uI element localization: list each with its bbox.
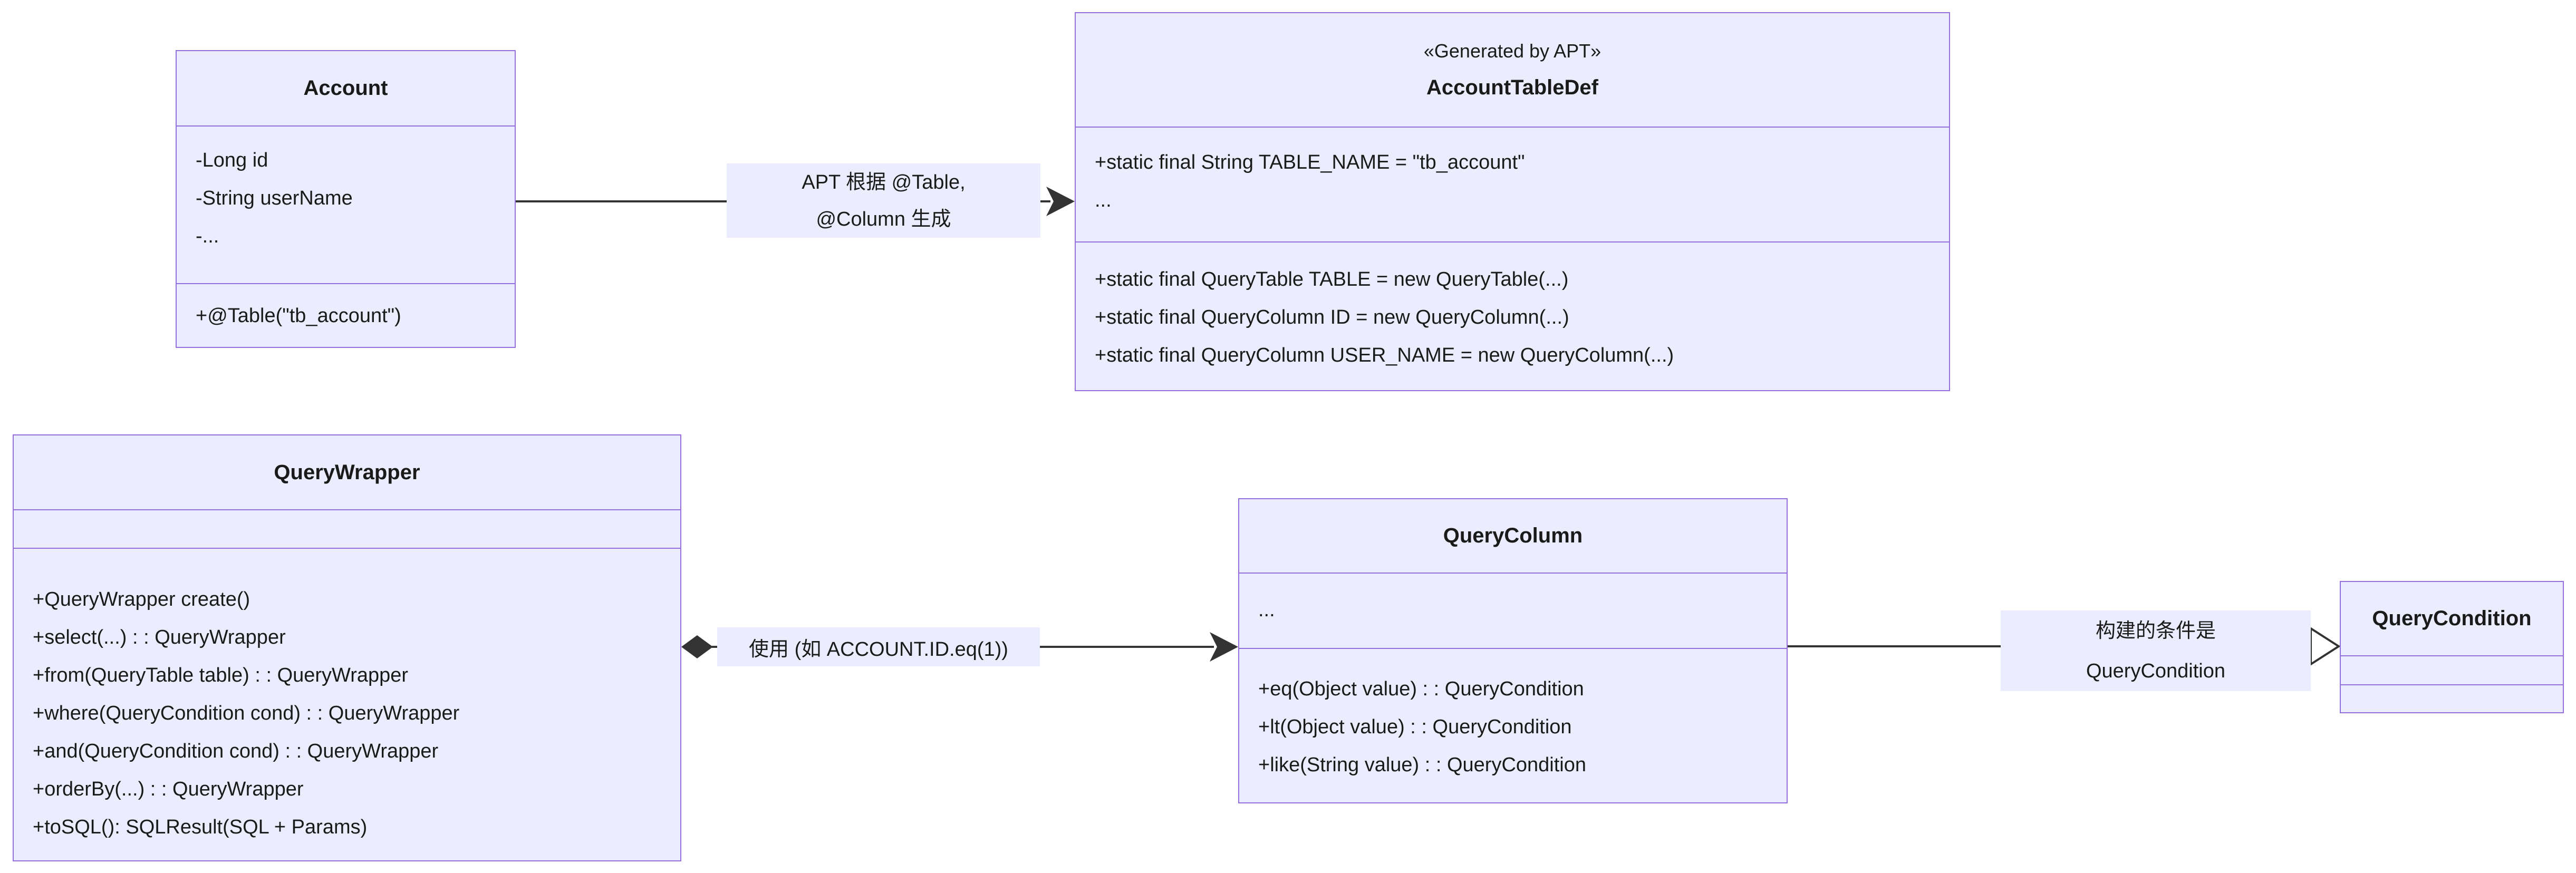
class-methods-compartment: +static final QueryTable TABLE = new Que…: [1076, 241, 1949, 390]
class-method: +QueryWrapper create(): [33, 588, 250, 610]
edge-label-line: QueryCondition: [2086, 659, 2226, 682]
class-title: QueryWrapper: [274, 460, 420, 484]
class-attribute: +static final String TABLE_NAME = "tb_ac…: [1095, 151, 1525, 173]
class-method: +toSQL(): SQLResult(SQL + Params): [33, 816, 368, 838]
class-box-querywrapper: QueryWrapper +QueryWrapper create() +sel…: [13, 434, 681, 861]
edge-label-apt-generates: APT 根据 @Table, @Column 生成: [727, 163, 1040, 238]
class-box-querycolumn: QueryColumn ... +eq(Object value) : : Qu…: [1238, 498, 1788, 803]
class-method: +static final QueryTable TABLE = new Que…: [1095, 268, 1569, 290]
class-method: +static final QueryColumn USER_NAME = ne…: [1095, 344, 1674, 366]
class-box-accounttabledef: «Generated by APT» AccountTableDef +stat…: [1075, 12, 1950, 391]
class-title: AccountTableDef: [1426, 76, 1598, 99]
class-box-querycondition: QueryCondition: [2340, 581, 2564, 713]
class-attribute: ...: [1258, 599, 1275, 621]
class-attributes-compartment: [14, 509, 680, 548]
class-attribute: -String userName: [196, 187, 353, 209]
edge-label-builds-condition: 构建的条件是 QueryCondition: [2001, 610, 2311, 691]
class-method: +static final QueryColumn ID = new Query…: [1095, 306, 1569, 328]
edge-label-line: @Column 生成: [816, 208, 951, 230]
class-attribute: -...: [196, 225, 219, 247]
class-method: +eq(Object value) : : QueryCondition: [1258, 678, 1584, 700]
class-title-compartment: Account: [177, 51, 515, 125]
class-box-account: Account -Long id -String userName -... +…: [176, 50, 516, 348]
class-attributes-compartment: ...: [1239, 573, 1787, 648]
class-methods-compartment: [2341, 684, 2563, 712]
edge-label-line: 使用 (如 ACCOUNT.ID.eq(1)): [749, 638, 1008, 661]
class-methods-compartment: +QueryWrapper create() +select(...) : : …: [14, 548, 680, 860]
edge-label-uses: 使用 (如 ACCOUNT.ID.eq(1)): [717, 627, 1040, 666]
class-title-compartment: QueryWrapper: [14, 435, 680, 509]
class-attributes-compartment: [2341, 655, 2563, 684]
class-methods-compartment: +eq(Object value) : : QueryCondition +lt…: [1239, 648, 1787, 802]
class-method: +where(QueryCondition cond) : : QueryWra…: [33, 702, 460, 724]
class-method: +from(QueryTable table) : : QueryWrapper: [33, 664, 409, 686]
class-attribute: -Long id: [196, 149, 268, 171]
class-annotation: «Generated by APT»: [1423, 40, 1601, 62]
class-methods-compartment: +@Table("tb_account"): [177, 283, 515, 347]
class-title: Account: [303, 76, 388, 100]
class-attributes-compartment: -Long id -String userName -...: [177, 125, 515, 283]
class-title-compartment: QueryColumn: [1239, 499, 1787, 573]
class-method: +and(QueryCondition cond) : : QueryWrapp…: [33, 740, 439, 762]
class-method: +like(String value) : : QueryCondition: [1258, 754, 1587, 776]
filled-arrowhead-icon: [1046, 187, 1075, 216]
class-title: QueryColumn: [1443, 524, 1583, 547]
class-method: +@Table("tb_account"): [196, 304, 401, 327]
class-method: +select(...) : : QueryWrapper: [33, 626, 286, 648]
class-title-compartment: «Generated by APT» AccountTableDef: [1076, 13, 1949, 127]
filled-arrowhead-icon: [1210, 632, 1238, 662]
composition-diamond-icon: [681, 635, 713, 658]
edge-label-line: 构建的条件是: [2095, 619, 2216, 642]
edge-label-line: APT 根据 @Table,: [802, 171, 966, 193]
class-attribute: ...: [1095, 189, 1112, 211]
hollow-triangle-arrowhead-icon: [2310, 626, 2341, 666]
class-method: +lt(Object value) : : QueryCondition: [1258, 716, 1572, 738]
class-title-compartment: QueryCondition: [2341, 582, 2563, 655]
class-attributes-compartment: +static final String TABLE_NAME = "tb_ac…: [1076, 127, 1949, 241]
class-title: QueryCondition: [2372, 607, 2532, 630]
class-method: +orderBy(...) : : QueryWrapper: [33, 778, 304, 800]
